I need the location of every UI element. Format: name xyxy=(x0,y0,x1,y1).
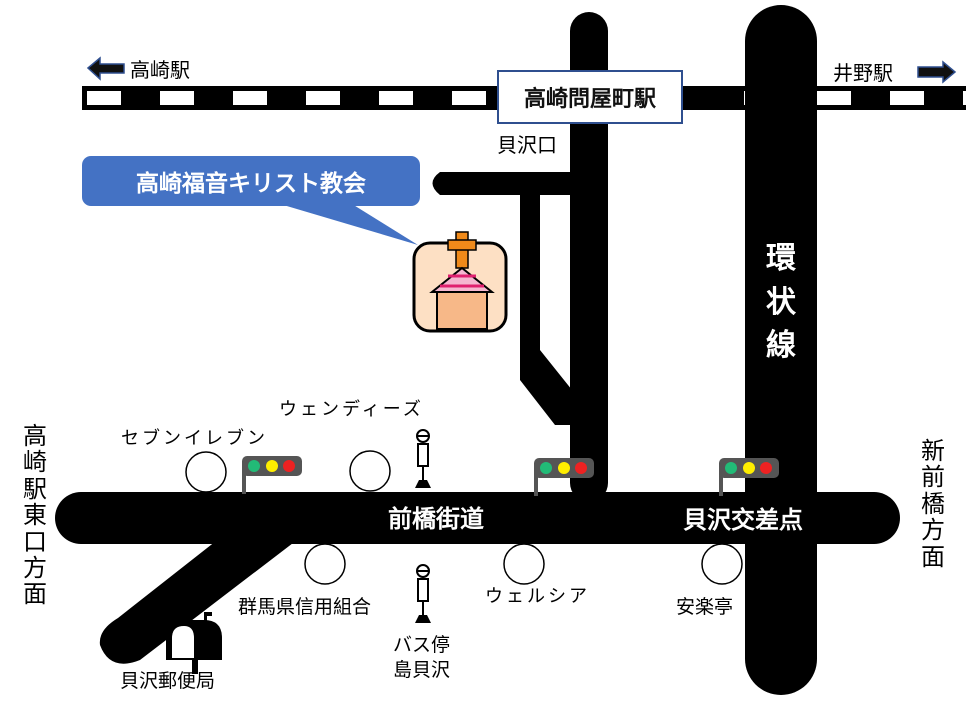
arrow-right-icon xyxy=(917,60,957,84)
church-name-text: 高崎福音キリスト教会 xyxy=(136,171,366,197)
rail-tie xyxy=(160,91,194,105)
label-gunma-credit: 群馬県信用組合 xyxy=(238,596,372,618)
label-maebashi-kaido: 前橋街道 xyxy=(388,505,484,533)
label-kaizawa-intersection: 貝沢交差点 xyxy=(683,506,803,534)
bus-stop-icon xyxy=(415,429,431,488)
direction-left-station: 高崎駅 xyxy=(130,58,190,82)
rail-tie xyxy=(306,91,340,105)
label-kaizawaguchi: 貝沢口 xyxy=(497,133,557,157)
landmark-wendys-marker xyxy=(349,450,391,492)
direction-west: 高崎駅東口方面 xyxy=(23,422,47,609)
landmark-seven-eleven-marker xyxy=(185,451,227,493)
landmark-anrakutei-marker xyxy=(701,543,743,585)
rail-tie xyxy=(817,91,851,105)
rail-tie xyxy=(963,91,970,105)
church-name: 高崎福音キリスト教会 xyxy=(82,156,420,206)
direction-right-station: 井野駅 xyxy=(833,61,893,85)
church-icon xyxy=(412,231,508,333)
station-takasaki-tonyamachi: 高崎問屋町駅 xyxy=(497,70,683,124)
landmark-gunma-credit-marker xyxy=(304,543,346,585)
traffic-light-icon xyxy=(719,458,779,496)
label-ring-road: 環状線 xyxy=(766,241,796,363)
rail-tie xyxy=(452,91,486,105)
road-kaizawaguchi xyxy=(570,12,608,502)
road-diagonal xyxy=(99,530,311,664)
label-welcia: ウェルシア xyxy=(485,586,590,607)
landmark-welcia-marker xyxy=(503,543,545,585)
traffic-light-icon xyxy=(534,458,594,496)
post-office-icon xyxy=(166,612,222,674)
bus-stop-icon xyxy=(415,564,431,623)
label-seven-eleven: セブンイレブン xyxy=(121,428,268,449)
road-branch xyxy=(432,172,580,425)
label-bus-stop-type: バス停 xyxy=(393,634,451,656)
church-callout xyxy=(82,156,420,245)
traffic-light-icon xyxy=(242,456,302,494)
label-post-office: 貝沢郵便局 xyxy=(120,670,216,692)
direction-east: 新前橋方面 xyxy=(921,437,945,571)
arrow-left-icon xyxy=(86,56,125,81)
rail-tie xyxy=(379,91,413,105)
rail-tie xyxy=(233,91,267,105)
rail-tie xyxy=(890,91,924,105)
label-anrakutei: 安楽亭 xyxy=(676,596,734,618)
station-name: 高崎問屋町駅 xyxy=(523,87,656,112)
label-bus-stop-name: 島貝沢 xyxy=(393,659,451,681)
rail-tie xyxy=(87,91,121,105)
label-wendys: ウェンディーズ xyxy=(279,399,424,420)
